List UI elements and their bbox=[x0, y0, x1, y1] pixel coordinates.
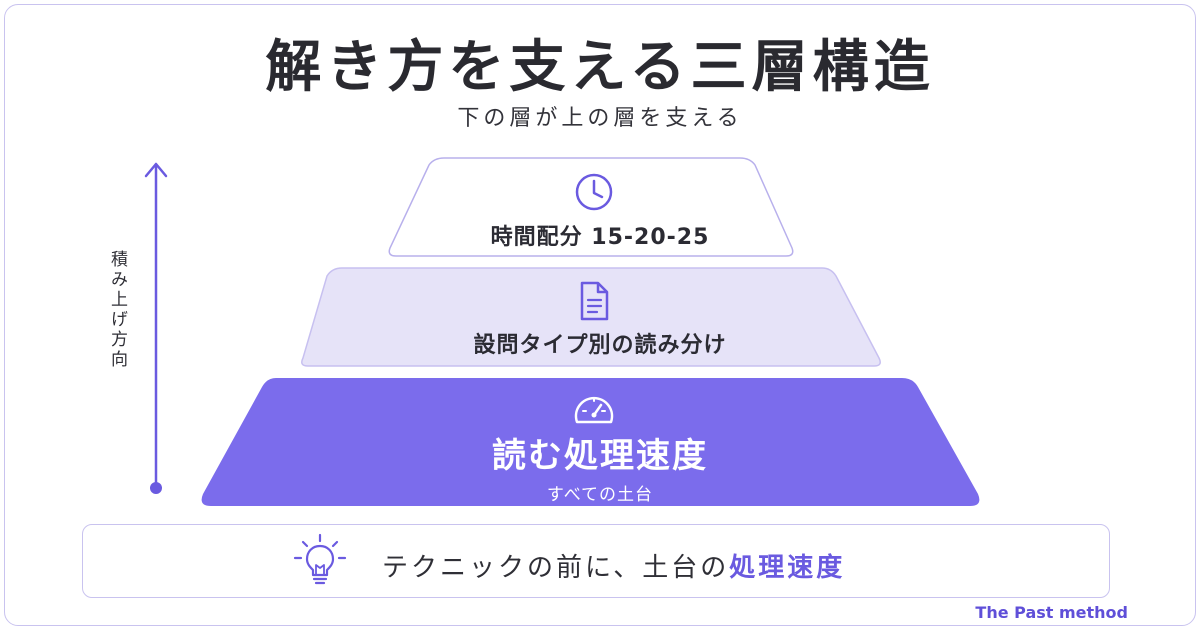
tip-box bbox=[82, 524, 1110, 598]
document-icon bbox=[580, 281, 609, 321]
tier-base-label: 読む処理速度 bbox=[492, 436, 708, 476]
tier-top-label: 時間配分 15-20-25 bbox=[490, 225, 710, 250]
upward-arrow bbox=[144, 162, 168, 494]
tier-middle-shape bbox=[301, 267, 881, 367]
clock-icon bbox=[575, 173, 613, 211]
tip-text-prefix: テクニックの前に、土台の bbox=[382, 553, 730, 583]
tier-middle-label: 設問タイプ別の読み分け bbox=[473, 333, 727, 358]
diagram-subtitle: 下の層が上の層を支える bbox=[457, 106, 743, 131]
lightbulb-icon bbox=[293, 533, 347, 585]
tip-text-highlight: 処理速度 bbox=[729, 553, 846, 583]
tip-text: テクニックの前に、土台の処理速度 bbox=[382, 547, 845, 584]
tier-top-shape bbox=[388, 157, 794, 257]
diagram-title: 解き方を支える三層構造 bbox=[265, 35, 935, 100]
brand-logo-text: The Past method bbox=[975, 603, 1128, 622]
tier-base-sublabel: すべての土台 bbox=[546, 485, 654, 505]
speedometer-icon bbox=[574, 396, 614, 424]
stack-direction-label: 積み上げ方向 bbox=[107, 250, 127, 370]
tier-base-shape bbox=[201, 378, 980, 506]
